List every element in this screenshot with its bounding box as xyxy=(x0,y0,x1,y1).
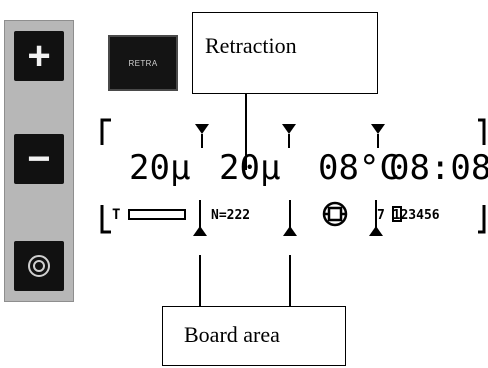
t-label: T xyxy=(112,207,121,223)
center-icon-ring xyxy=(322,201,348,227)
logo: RETRA xyxy=(108,35,178,91)
right-frame-bracket-top xyxy=(478,118,486,145)
time-value: 08:08 xyxy=(389,148,488,188)
bottom-separator-3-marker xyxy=(369,226,383,236)
temperature-value: 08°C xyxy=(318,148,400,188)
board-area-callout: Board area xyxy=(162,306,346,366)
left-frame-bracket-top xyxy=(100,118,111,145)
retraction-callout: Retraction xyxy=(192,12,378,94)
plus-icon: + xyxy=(27,34,51,78)
top-separator-1-marker xyxy=(195,124,209,134)
settings-button[interactable] xyxy=(14,241,64,291)
top-separator-2-marker xyxy=(282,124,296,134)
target-icon xyxy=(28,255,50,277)
logo-text: RETRA xyxy=(128,58,158,68)
minus-icon: − xyxy=(27,137,51,181)
sequence-box xyxy=(392,206,402,222)
retraction-value-left: 20µ xyxy=(129,148,191,188)
minus-button[interactable]: − xyxy=(14,134,64,184)
retraction-value-right: 20µ xyxy=(219,148,281,188)
bottom-separator-2-marker xyxy=(283,226,297,236)
right-frame-bracket-bottom xyxy=(478,205,486,234)
left-frame-bracket-bottom xyxy=(100,205,111,234)
top-separator-3-marker xyxy=(371,124,385,134)
center-icon-square xyxy=(327,206,343,222)
control-panel: + − xyxy=(4,20,74,302)
t-bar xyxy=(128,209,186,220)
sequence-value: 7 123456 xyxy=(377,208,440,223)
bottom-separator-1-marker xyxy=(193,226,207,236)
plus-button[interactable]: + xyxy=(14,31,64,81)
count-value: N=222 xyxy=(211,208,251,223)
